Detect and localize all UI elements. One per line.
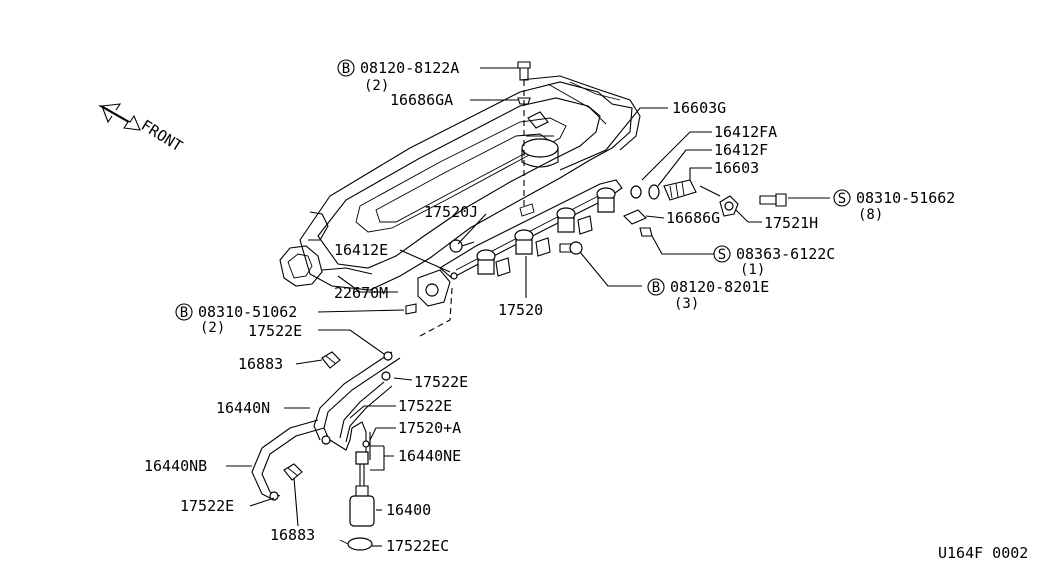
fuel-hoses — [251, 351, 401, 551]
svg-text:(1): (1) — [740, 262, 765, 278]
b-bolt-icon — [647, 278, 665, 296]
callout-16603: 16603 — [714, 159, 759, 177]
svg-text:B: B — [652, 280, 660, 296]
svg-text:S: S — [838, 191, 846, 207]
svg-text:08363-6122C: 08363-6122C — [736, 245, 835, 263]
injector-2 — [514, 229, 534, 255]
engine-rocker-cover — [279, 75, 641, 291]
injector-4 — [596, 187, 616, 213]
top-bolt-assembly — [517, 61, 549, 210]
callout-17520: 17520 — [498, 301, 543, 319]
callout-17520A: 17520+A — [398, 419, 461, 437]
callout-16440NB: 16440NB — [144, 457, 207, 475]
callout-screw-right: S 08310-51662 (8) — [833, 189, 955, 223]
callout-17522E-a: 17522E — [248, 322, 302, 340]
callout-bolt-left: B 08310-51062 (2) — [175, 303, 297, 336]
b-bolt-icon — [175, 303, 193, 321]
callout-16603G: 16603G — [672, 99, 726, 117]
callout-17522E-c: 17522E — [398, 397, 452, 415]
svg-text:(3): (3) — [674, 296, 699, 312]
fuel-rail-injectors — [439, 179, 623, 279]
front-label: FRONT — [138, 116, 186, 155]
svg-text:08120-8201E: 08120-8201E — [670, 278, 769, 296]
callout-16412E: 16412E — [334, 241, 388, 259]
callout-16412F: 16412F — [714, 141, 768, 159]
diagram-id: U164F 0002 — [938, 544, 1028, 562]
callout-bolt-mid: B 08120-8201E (3) — [647, 278, 769, 312]
callout-16412FA: 16412FA — [714, 123, 777, 141]
s-screw-icon — [713, 245, 731, 263]
callout-16400: 16400 — [386, 501, 431, 519]
callout-16883-b: 16883 — [270, 526, 315, 544]
front-arrow-icon: FRONT — [97, 103, 186, 155]
svg-text:(8): (8) — [858, 207, 883, 223]
callout-16440N: 16440N — [216, 399, 270, 417]
callout-17522EC: 17522EC — [386, 537, 449, 555]
callout-16883-a: 16883 — [238, 355, 283, 373]
svg-text:(2): (2) — [364, 78, 389, 94]
callout-bolt-top: B 08120-8122A (2) — [337, 59, 459, 94]
b-bolt-icon — [337, 59, 355, 77]
svg-text:08310-51062: 08310-51062 — [198, 303, 297, 321]
svg-text:(2): (2) — [200, 320, 225, 336]
callout-17520J: 17520J — [424, 203, 478, 221]
callout-16686GA: 16686GA — [390, 91, 453, 109]
callout-16686G: 16686G — [666, 209, 720, 227]
s-screw-icon — [833, 189, 851, 207]
callout-16440NE: 16440NE — [398, 447, 461, 465]
injector-3 — [556, 207, 576, 233]
throttle-chamber — [405, 269, 458, 337]
svg-text:08310-51662: 08310-51662 — [856, 189, 955, 207]
callout-17522E-d: 17522E — [180, 497, 234, 515]
callout-17522E-b: 17522E — [414, 373, 468, 391]
svg-text:B: B — [180, 305, 188, 321]
svg-text:B: B — [342, 61, 350, 77]
callout-screw-mid: S 08363-6122C (1) — [713, 245, 835, 278]
svg-text:S: S — [718, 247, 726, 263]
callout-22670M: 22670M — [334, 284, 388, 302]
leader-lines — [226, 67, 830, 547]
svg-text:08120-8122A: 08120-8122A — [360, 59, 459, 77]
callout-17521H: 17521H — [764, 214, 818, 232]
injector-1 — [476, 249, 496, 275]
